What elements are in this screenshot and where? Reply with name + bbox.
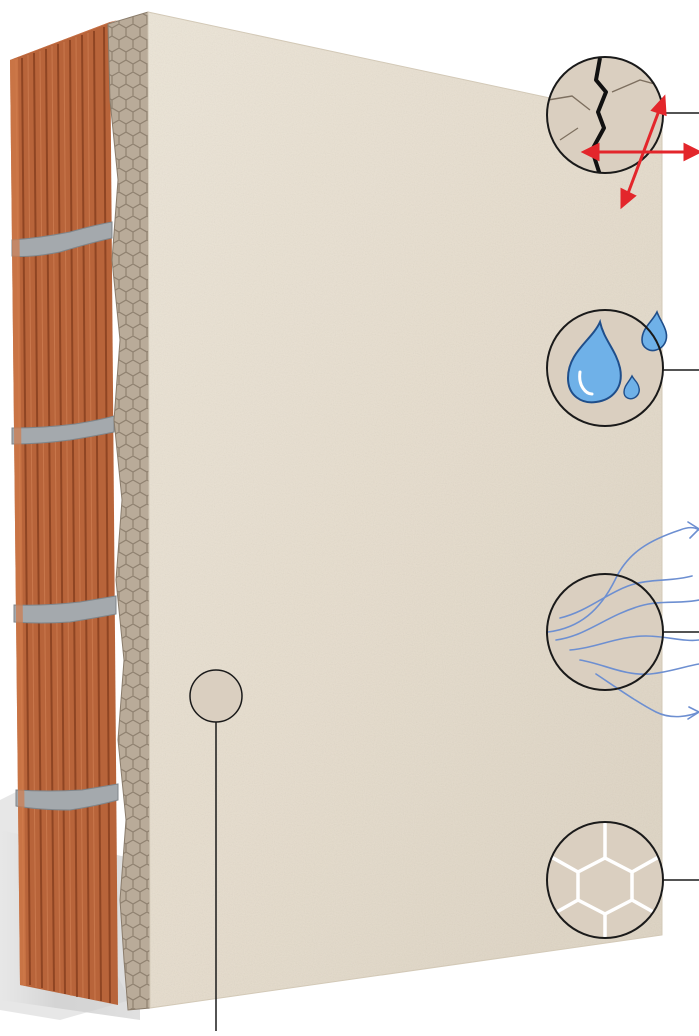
vapour-flow-icon (547, 521, 699, 720)
brick-layer (10, 20, 119, 1005)
vapour-permeable-callout (546, 521, 699, 720)
water-repellent-callout (546, 309, 699, 427)
plaster-surface-callout (189, 669, 243, 1031)
plaster-layer (147, 11, 663, 1009)
mortar-joints (11, 221, 119, 811)
insulation-board-layer (107, 11, 151, 1011)
water-drops-icon (566, 310, 668, 404)
plaster-sample-icon (189, 669, 243, 723)
crack-resistance-callout (546, 56, 699, 210)
